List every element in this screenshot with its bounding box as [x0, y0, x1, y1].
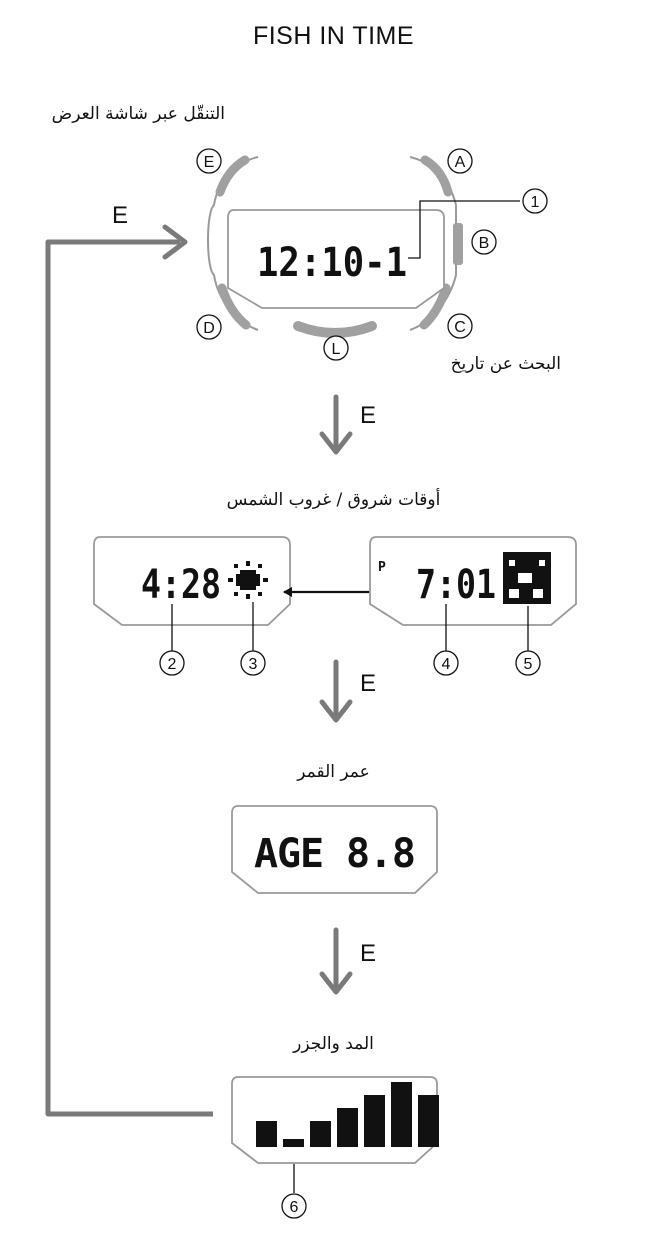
navigate-label: التنقّل عبر شاشة العرض [51, 104, 225, 124]
sunset-icon [503, 552, 551, 604]
loop-step-label: E [112, 202, 129, 229]
callout-1-leader [408, 200, 520, 259]
page-title: FISH IN TIME [252, 22, 415, 50]
tide-graph [256, 1082, 439, 1147]
tide-bar-1 [256, 1121, 277, 1147]
sunset-time: 7:01 [416, 562, 496, 608]
down-arrow-1 [319, 394, 353, 455]
tide-bar-6 [391, 1082, 412, 1147]
button-e-label: E [204, 154, 215, 171]
button-l-shape[interactable] [293, 321, 377, 338]
tide-bar-4 [337, 1108, 358, 1147]
moon-age-display-outline [231, 805, 438, 894]
tide-bar-2 [283, 1139, 304, 1147]
loop-arrow [45, 224, 213, 1117]
tide-bar-5 [364, 1095, 385, 1147]
sunrise-sunset-label: أوقات شروق / غروب الشمس [226, 490, 441, 510]
moon-age-display: AGE 8.8 [254, 831, 416, 877]
button-c-label: C [454, 319, 466, 336]
date-search-label: البحث عن تاريخ [450, 354, 561, 374]
button-d-label: D [203, 320, 215, 337]
step-label-1: E [360, 402, 377, 429]
button-a-label: A [455, 154, 466, 171]
watch-face: 12:10-1 [207, 155, 520, 338]
sunset-pm-indicator: P [378, 560, 386, 575]
button-c-shape[interactable] [419, 283, 451, 330]
down-arrow-3 [319, 927, 353, 995]
button-labels: E A B D C L [196, 148, 497, 361]
watch-lcd-outline [227, 209, 445, 309]
down-arrow-2 [319, 659, 353, 723]
tide-bar-7 [418, 1095, 439, 1147]
tide-label: المد والجزر [293, 1034, 374, 1054]
tide-bar-3 [310, 1121, 331, 1147]
step-label-3: E [360, 940, 377, 967]
date-display: 12:10-1 [257, 240, 407, 286]
sunrise-display-outline [93, 536, 291, 626]
moon-age-label: عمر القمر [297, 762, 370, 782]
button-d-shape[interactable] [217, 283, 251, 330]
button-a-shape[interactable] [420, 155, 453, 197]
step-label-2: E [360, 670, 377, 697]
button-b-shape[interactable] [453, 223, 463, 265]
sun-icon [228, 561, 268, 599]
button-e-shape[interactable] [215, 155, 250, 197]
sunrise-time: 4:28 [141, 562, 221, 608]
button-b-label: B [479, 235, 490, 252]
button-l-label: L [332, 341, 341, 358]
